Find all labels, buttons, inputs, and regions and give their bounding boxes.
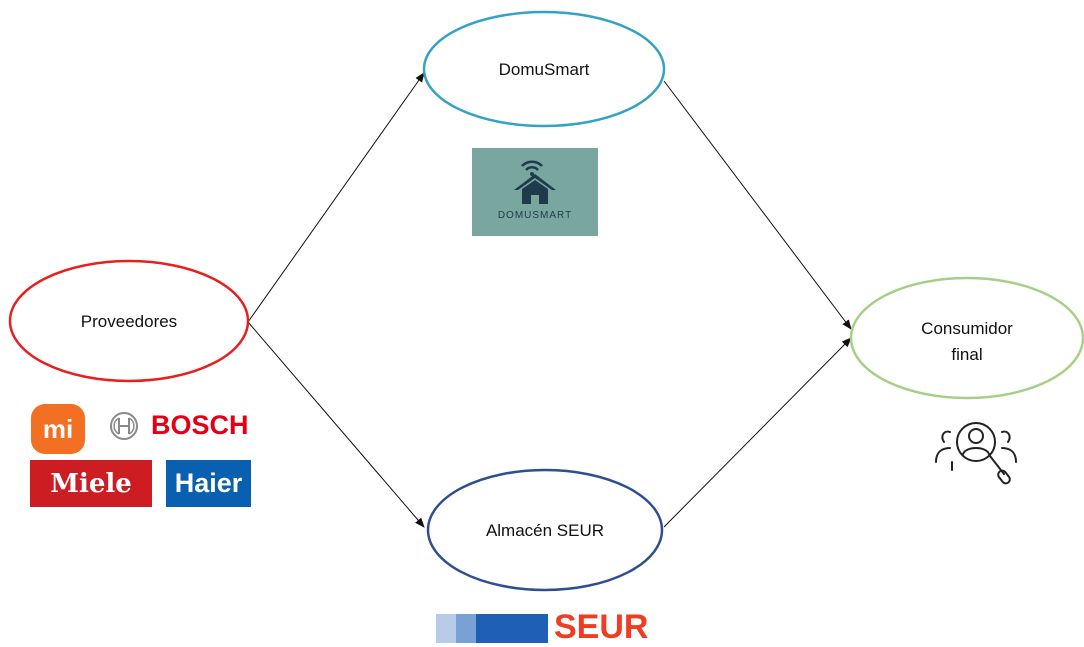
node-almacen-seur-label: Almacén SEUR: [486, 521, 604, 540]
edge-domusmart-consumidor: [663, 80, 852, 330]
seur-logo-text: SEUR: [554, 608, 649, 646]
miele-logo: Miele: [30, 460, 152, 507]
seur-bar-3: [476, 614, 548, 643]
edge-proveedores-domusmart: [247, 72, 425, 323]
seur-bar-1: [436, 614, 456, 643]
node-proveedores: [8, 259, 250, 383]
smart-home-wifi-icon: [514, 160, 556, 204]
node-proveedores-label: Proveedores: [81, 312, 177, 331]
seur-bar-2: [456, 614, 476, 643]
haier-logo: Haier: [166, 460, 251, 507]
edge-almacen-consumidor: [663, 337, 852, 528]
xiaomi-logo-text: mi: [42, 413, 74, 444]
edge-proveedores-almacen: [247, 321, 425, 528]
user-search-icon: [935, 422, 1017, 485]
seur-logo: SEUR: [436, 608, 660, 646]
domusmart-logo: DOMUSMART: [472, 148, 598, 236]
bosch-logo-text: BOSCH: [151, 410, 249, 440]
domusmart-logo-text: DOMUSMART: [497, 210, 573, 221]
miele-logo-text: Miele: [50, 468, 132, 499]
node-almacen-seur: [426, 468, 664, 592]
node-consumidor-final-label: Consumidor: [921, 319, 1013, 338]
node-domusmart-label: DomuSmart: [499, 60, 590, 79]
bosch-ring-icon: [110, 412, 138, 440]
node-consumidor-line2: final: [951, 345, 982, 364]
node-consumidor-final: [849, 276, 1084, 400]
xiaomi-logo: mi: [31, 404, 85, 454]
node-domusmart: [422, 10, 666, 128]
haier-logo-text: Haier: [174, 468, 243, 498]
node-consumidor-final-label-2: final: [951, 345, 982, 364]
node-consumidor-line1: Consumidor: [921, 319, 1013, 338]
